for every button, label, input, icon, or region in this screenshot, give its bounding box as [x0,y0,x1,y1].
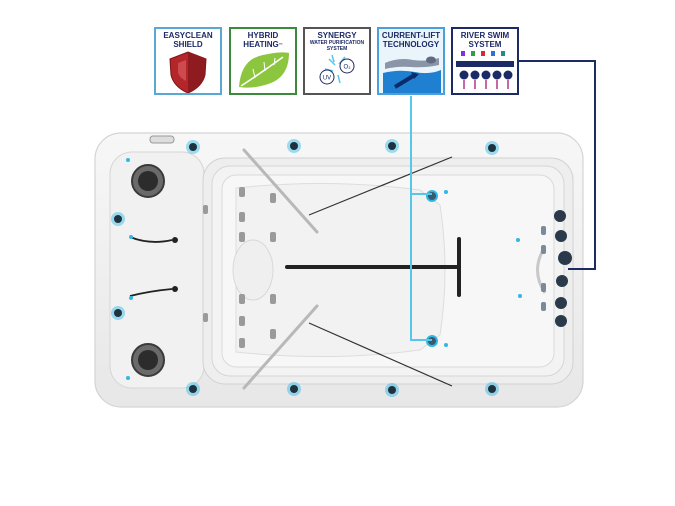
bubbles-icon: UV O₃ [319,54,355,85]
o3-label: O₃ [343,65,351,71]
badge-title-line1: EASYCLEAN [163,31,213,40]
badge-title-line1: SYNERGY [317,31,357,40]
badge-title-line1: RIVER SWIM [460,31,510,40]
rail-top [242,148,319,234]
tether-bottom [308,322,453,387]
rim-jets [111,139,522,397]
lounger-jets [203,187,276,348]
callout-river-swim [519,60,596,270]
swimmer-icon [383,56,441,93]
badge-title-line2: SYSTEM [468,40,502,49]
shield-icon [169,51,207,93]
badge-easyclean-shield: EASYCLEAN SHIELD [154,27,222,95]
nozzles-icon [456,51,514,89]
callout-current-lift [410,96,432,341]
badge-title-line1: HYBRID [247,31,279,40]
cord-bottom [129,288,173,297]
badge-title-line2: HEATING [243,40,279,49]
badge-river-swim: RIVER SWIM SYSTEM [451,27,519,95]
rail-bottom [242,304,319,390]
leaf-icon [239,52,289,88]
lounger-shape [235,182,446,358]
seat-bowl [232,239,274,301]
badge-title-line3: SYSTEM [326,46,348,52]
trademark-symbol: ™ [278,42,283,47]
uv-label: UV [323,76,331,82]
badge-title-line1: CURRENT-LIFT [381,31,441,40]
badge-synergy-purification: SYNERGY WATER PURIFICATION SYSTEM UV O₃ [303,27,371,95]
control-panel [149,135,175,144]
badge-title-line2: SHIELD [173,40,203,49]
current-lift-nozzles [426,190,438,347]
badge-title-line2: TECHNOLOGY [382,40,440,49]
cord-top [129,236,173,243]
river-swim-nozzles [536,210,572,327]
badge-hybrid-heating: HYBRID HEATING™ [229,27,297,95]
floor-t-bar [285,237,461,297]
tether-top [308,156,453,216]
badge-current-lift: CURRENT-LIFT TECHNOLOGY [377,27,445,95]
badge-title-line2: WATER PURIFICATION [309,40,365,46]
